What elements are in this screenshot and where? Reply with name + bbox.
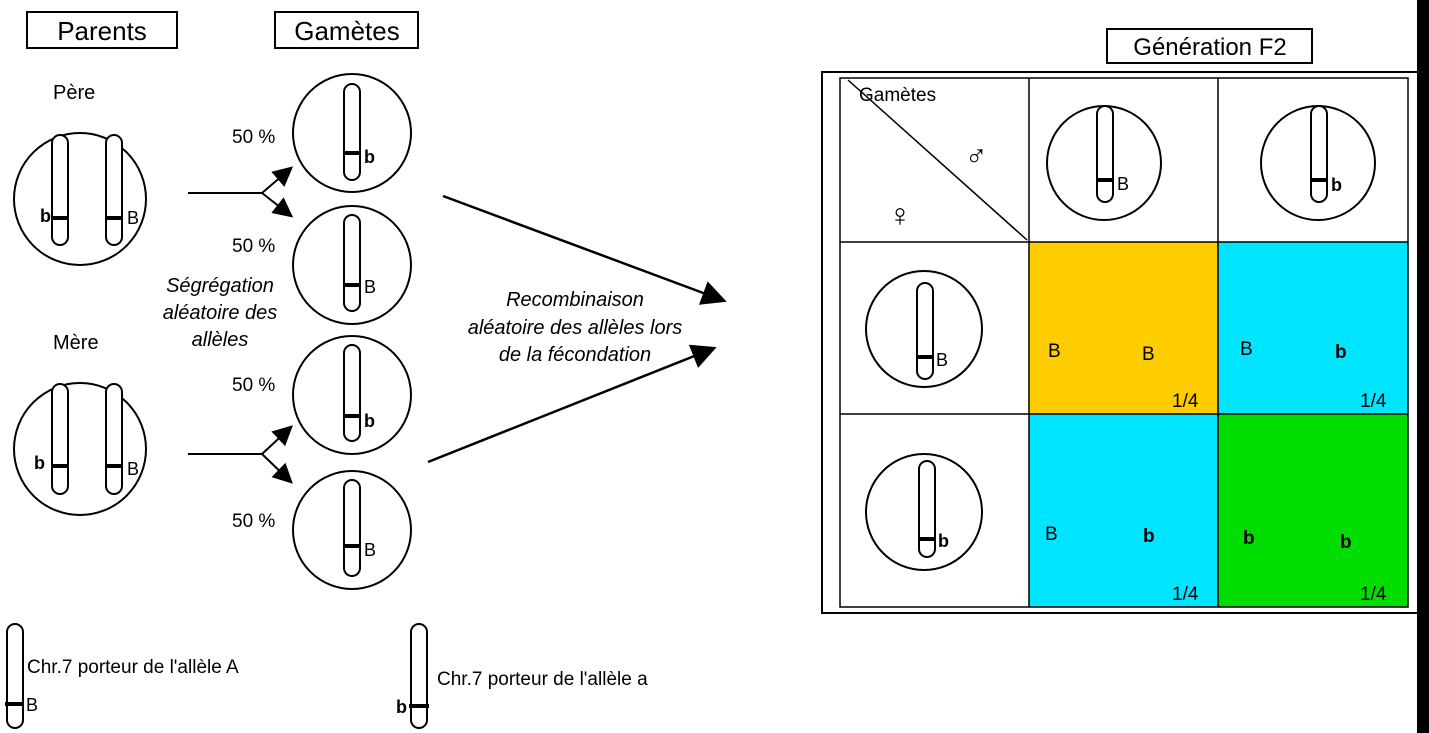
recombination-line-2: aléatoire des allèles lors: [468, 317, 683, 339]
cell-2-frequency: 1/4: [1172, 584, 1199, 605]
father-allele-right: B: [127, 208, 139, 228]
offspring-cell-bb: [1217, 413, 1409, 608]
punnett-corner-label: Gamètes: [859, 85, 936, 106]
father-label: Père: [53, 82, 95, 104]
parents-header-text: Parents: [57, 16, 147, 46]
mother-chromosome-left: [51, 383, 69, 495]
legend-recessive: b Chr.7 porteur de l'allèle a: [396, 623, 648, 729]
cell-2-allele-1: B: [1045, 524, 1058, 545]
gamete-4-percent: 50 %: [232, 511, 275, 532]
legend-dominant: B Chr.7 porteur de l'allèle A: [5, 623, 239, 729]
gamete-1-allele: b: [364, 147, 375, 167]
generation-header-text: Génération F2: [1133, 34, 1286, 61]
female-gamete-B: B: [865, 270, 983, 388]
offspring-cell-Bb-bottom: [1028, 413, 1219, 608]
gamete-2-allele: B: [364, 277, 376, 297]
gamete-3-allele: b: [364, 411, 375, 431]
generation-header: Génération F2: [1106, 28, 1313, 64]
mother-cell: b B: [13, 382, 147, 516]
legend-dominant-allele: B: [26, 695, 38, 715]
female-symbol: ♀: [888, 197, 912, 233]
female-gamete-B-allele: B: [936, 350, 948, 370]
mother-allele-right: B: [127, 459, 139, 479]
cell-1-allele-1: B: [1240, 339, 1253, 360]
gametes-header-text: Gamètes: [294, 16, 400, 46]
cell-2-allele-2: b: [1143, 526, 1155, 547]
parents-header: Parents: [26, 11, 178, 49]
right-border: [1417, 0, 1429, 733]
legend-recessive-allele: b: [396, 697, 407, 717]
mother-allele-left: b: [34, 453, 45, 473]
male-symbol: ♂: [965, 140, 988, 173]
father-branch-arrow: [188, 166, 294, 218]
cell-0-allele-2: B: [1142, 344, 1155, 365]
father-chromosome-right: [105, 134, 123, 246]
gamete-3-percent: 50 %: [232, 375, 275, 396]
gamete-1: b: [292, 73, 412, 193]
segregation-line-3: allèles: [192, 329, 249, 351]
gamete-2-percent: 50 %: [232, 236, 275, 257]
punnett-square: Gamètes ♂ ♀ B b B b B: [821, 71, 1421, 614]
male-gamete-b: b: [1260, 105, 1376, 221]
legend-recessive-text: Chr.7 porteur de l'allèle a: [437, 669, 648, 690]
gamete-2: B: [292, 205, 412, 325]
father-chromosome-left: [51, 134, 69, 246]
cell-0-frequency: 1/4: [1172, 391, 1199, 412]
cell-1-frequency: 1/4: [1360, 391, 1387, 412]
gametes-header: Gamètes: [274, 11, 419, 49]
male-gamete-B-allele: B: [1117, 174, 1129, 194]
cell-3-frequency: 1/4: [1360, 584, 1387, 605]
father-cell: b B: [13, 132, 147, 266]
female-gamete-b-allele: b: [938, 531, 949, 551]
mother-label: Mère: [53, 332, 99, 354]
gamete-4-allele: B: [364, 540, 376, 560]
mother-chromosome-right: [105, 383, 123, 495]
male-gamete-B: B: [1046, 105, 1162, 221]
legend-dominant-text: Chr.7 porteur de l'allèle A: [27, 657, 239, 678]
father-allele-left: b: [40, 206, 51, 226]
segregation-line-2: aléatoire des: [163, 302, 278, 324]
cell-3-allele-1: b: [1243, 528, 1255, 549]
cell-1-allele-2: b: [1335, 342, 1347, 363]
male-gamete-b-allele: b: [1331, 175, 1342, 195]
recombination-line-1: Recombinaison: [506, 289, 644, 311]
female-gamete-b: b: [865, 453, 983, 571]
offspring-cell-BB: [1028, 241, 1219, 415]
cell-0-allele-1: B: [1048, 341, 1061, 362]
gamete-1-percent: 50 %: [232, 127, 275, 148]
mother-branch-arrow: [188, 425, 293, 484]
punnett-grid: [839, 77, 1409, 608]
gamete-4: B: [292, 470, 412, 590]
segregation-line-1: Ségrégation: [166, 275, 274, 297]
recombination-line-3: de la fécondation: [499, 344, 651, 366]
gamete-3: b: [292, 335, 412, 455]
cell-3-allele-2: b: [1340, 532, 1352, 553]
recombination-arrows: [427, 194, 727, 464]
offspring-cell-Bb-top: [1217, 241, 1409, 415]
